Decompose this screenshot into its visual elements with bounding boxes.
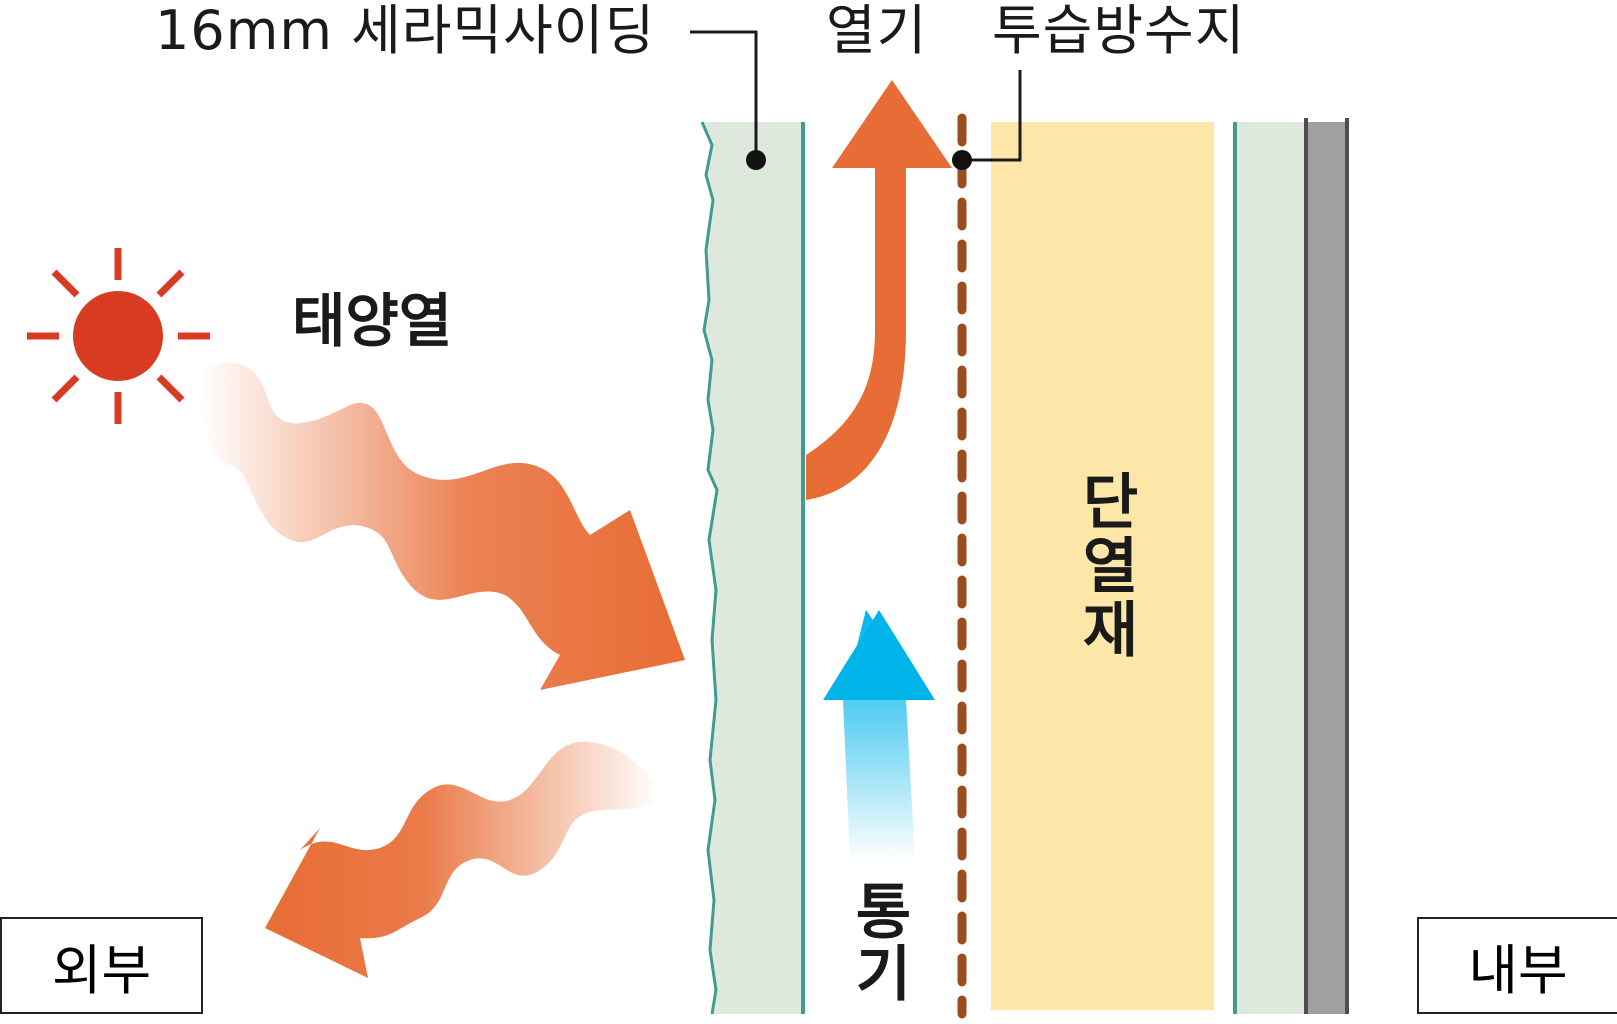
inside-box: 내부: [1417, 917, 1617, 1014]
membrane-leader-line: [962, 70, 1022, 162]
solar-heat-incoming-arrow: [200, 362, 685, 690]
inner-board: [1235, 122, 1305, 1014]
heat-label: 열기: [826, 0, 928, 62]
inside-label: 내부: [1468, 939, 1568, 1002]
siding-label: 16mm 세라믹사이딩: [155, 0, 656, 62]
siding-leader-line: [690, 30, 758, 160]
outside-label: 외부: [51, 939, 152, 1002]
insulation-label: 단열재: [1060, 470, 1150, 662]
sun-icon: [27, 248, 210, 424]
interior-wall: [1305, 122, 1347, 1014]
reflected-heat-outgoing-arrow: [265, 741, 660, 978]
siding-leader-dot: [746, 150, 766, 170]
ventilation-arrow-head: [823, 610, 935, 700]
membrane-leader-dot: [952, 150, 972, 170]
ventilation-label-text: 통기: [843, 880, 913, 1004]
heat-rising-arrow: [806, 80, 952, 500]
ceramic-siding-panel: [702, 122, 803, 1014]
membrane-label: 투습방수지: [992, 0, 1246, 62]
solar-heat-label: 태양열: [292, 287, 453, 355]
insulation-layer: [991, 122, 1214, 1010]
siding-outer-edge: [700, 121, 719, 1015]
outside-box: 외부: [0, 917, 203, 1014]
ventilation-label: 통기: [838, 880, 918, 1004]
insulation-label-text: 단열재: [1070, 470, 1140, 662]
